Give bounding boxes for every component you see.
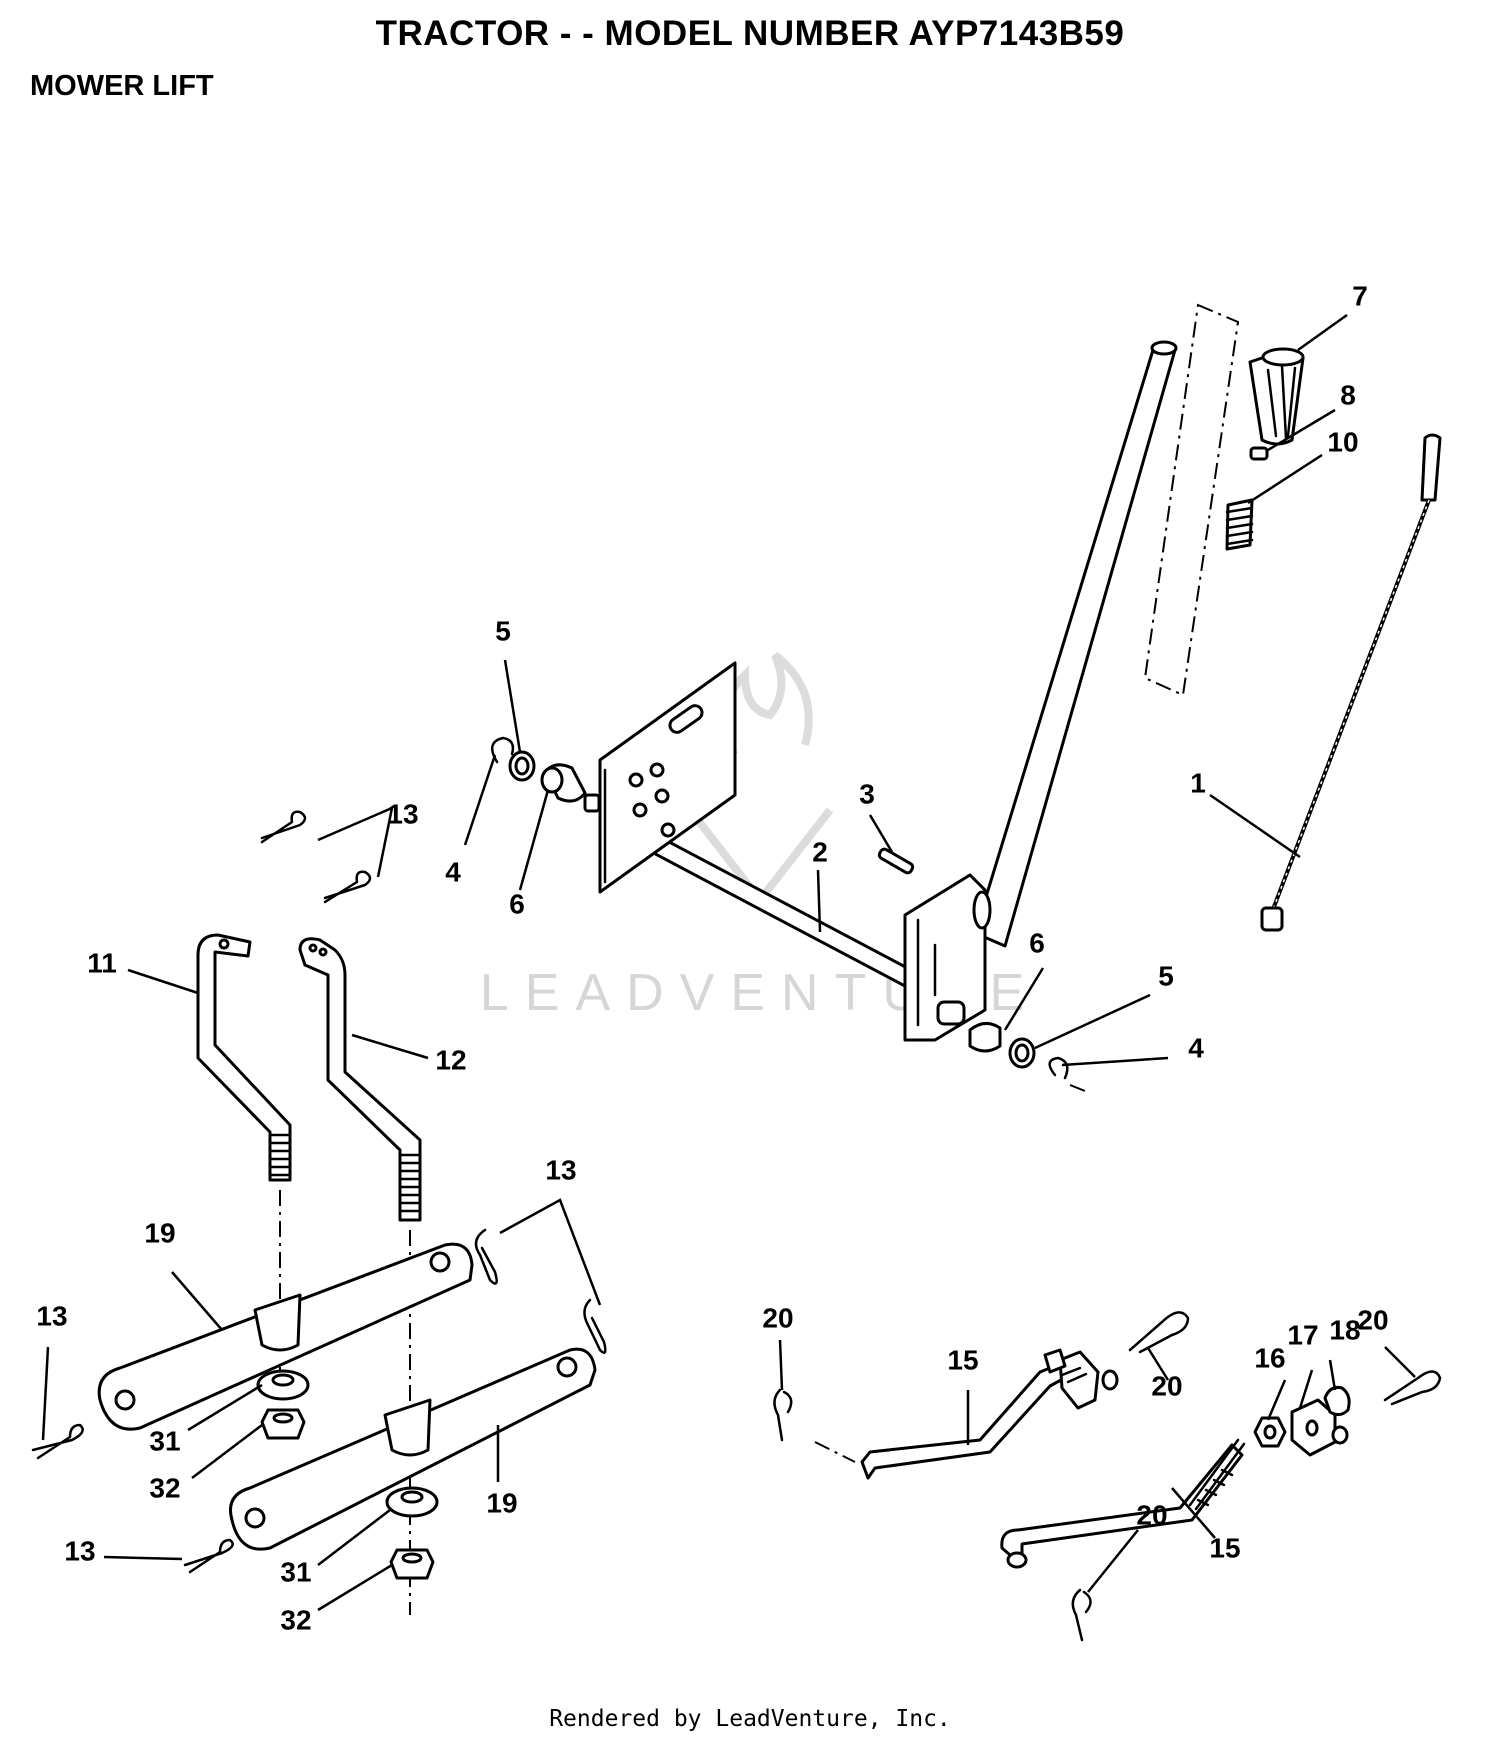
callout-32-lower: 32 — [280, 1604, 311, 1635]
callout-5-upper: 5 — [495, 615, 511, 646]
part-20-clip-top[interactable] — [1128, 1311, 1190, 1354]
callouts: 7 8 10 1 5 4 6 3 2 6 5 4 13 11 12 13 19 … — [36, 280, 1388, 1635]
callout-6-upper: 6 — [509, 888, 525, 919]
part-16-jam-nut[interactable] — [1253, 1416, 1287, 1448]
part-10-spring[interactable] — [1225, 498, 1254, 551]
callout-2: 2 — [812, 836, 828, 867]
part-13-clip-mid-b[interactable] — [583, 1298, 607, 1354]
callout-5-lower: 5 — [1158, 960, 1174, 991]
part-4-clip-lower[interactable] — [1048, 1056, 1069, 1080]
callout-15-lower: 15 — [1209, 1532, 1240, 1563]
callout-4-upper: 4 — [445, 856, 461, 887]
part-20-clip-bottom[interactable] — [1071, 1588, 1092, 1642]
callout-13-mid: 13 — [545, 1154, 576, 1185]
part-19-lift-arm-upper[interactable] — [97, 1242, 474, 1431]
part-19-lift-arm-lower[interactable] — [229, 1347, 597, 1551]
part-20-clip-right[interactable] — [1383, 1370, 1442, 1406]
part-5-washer-lower[interactable] — [1008, 1037, 1036, 1069]
callout-31-lower: 31 — [280, 1556, 311, 1587]
callout-32-upper: 32 — [149, 1472, 180, 1503]
part-6-bushing-upper[interactable] — [540, 763, 601, 813]
part-3-roll-pin[interactable] — [877, 847, 915, 875]
part-15-rod-lower[interactable] — [1000, 1438, 1246, 1569]
callout-15-upper: 15 — [947, 1344, 978, 1375]
part-13-clip-left[interactable] — [31, 1423, 84, 1460]
callout-17: 17 — [1287, 1319, 1318, 1350]
part-32-nut-lower[interactable] — [389, 1548, 435, 1580]
callout-20-left: 20 — [762, 1302, 793, 1333]
part-31-bushing-upper[interactable] — [256, 1369, 310, 1401]
part-4-clip-upper[interactable] — [490, 736, 515, 764]
callout-3: 3 — [859, 778, 875, 809]
part-31-bushing-lower[interactable] — [385, 1486, 439, 1518]
callout-20-top: 20 — [1151, 1370, 1182, 1401]
ferrule-block-upper[interactable] — [1043, 1348, 1119, 1410]
part-1-lift-rod[interactable] — [1260, 433, 1442, 932]
callout-31-upper: 31 — [149, 1425, 180, 1456]
callout-19-lower: 19 — [486, 1487, 517, 1518]
part-20-clip-left[interactable] — [773, 1388, 793, 1442]
part-7-handle-grip[interactable] — [1248, 347, 1305, 446]
part-8-washer[interactable] — [1249, 446, 1269, 461]
part-17-ferrule[interactable] — [1290, 1398, 1349, 1457]
mounting-plate — [598, 661, 737, 894]
callout-20-right: 20 — [1357, 1304, 1388, 1335]
section-title: MOWER LIFT — [30, 70, 214, 102]
part-13-clip-top-a[interactable] — [260, 810, 307, 844]
callout-13-left: 13 — [36, 1300, 67, 1331]
leader-lines — [41, 313, 1416, 1612]
part-6-bushing-lower[interactable] — [936, 1000, 1002, 1053]
callout-7: 7 — [1352, 280, 1368, 311]
part-32-nut-upper[interactable] — [260, 1408, 306, 1440]
callout-10: 10 — [1327, 426, 1358, 457]
footer-credit: Rendered by LeadVenture, Inc. — [549, 1706, 951, 1732]
callout-16: 16 — [1254, 1342, 1285, 1373]
callout-18: 18 — [1329, 1314, 1360, 1345]
callout-13-top: 13 — [387, 798, 418, 829]
part-5-washer-upper[interactable] — [508, 750, 536, 782]
callout-8: 8 — [1340, 379, 1356, 410]
callout-1: 1 — [1190, 767, 1206, 798]
axis-line-shaft — [1069, 1084, 1091, 1094]
part-13-clip-mid-a[interactable] — [474, 1228, 498, 1285]
callout-6-lower: 6 — [1029, 927, 1045, 958]
axis-line-15a — [814, 1441, 856, 1463]
part-11-lift-link[interactable] — [196, 933, 292, 1182]
page-title: TRACTOR - - MODEL NUMBER AYP7143B59 — [375, 14, 1125, 53]
part-2-lift-shaft-lever[interactable] — [606, 340, 1178, 1042]
part-13-clip-bottom[interactable] — [183, 1538, 234, 1574]
callout-11: 11 — [87, 947, 117, 978]
part-13-clip-top-b[interactable] — [323, 870, 372, 904]
callout-4-lower: 4 — [1188, 1032, 1204, 1063]
callout-13-bottom: 13 — [64, 1535, 95, 1566]
part-18-nut[interactable] — [1323, 1386, 1351, 1417]
callout-20-bottom: 20 — [1136, 1499, 1167, 1530]
part-12-lift-link[interactable] — [298, 937, 422, 1222]
callout-12: 12 — [435, 1044, 466, 1075]
callout-19-upper: 19 — [144, 1217, 175, 1248]
